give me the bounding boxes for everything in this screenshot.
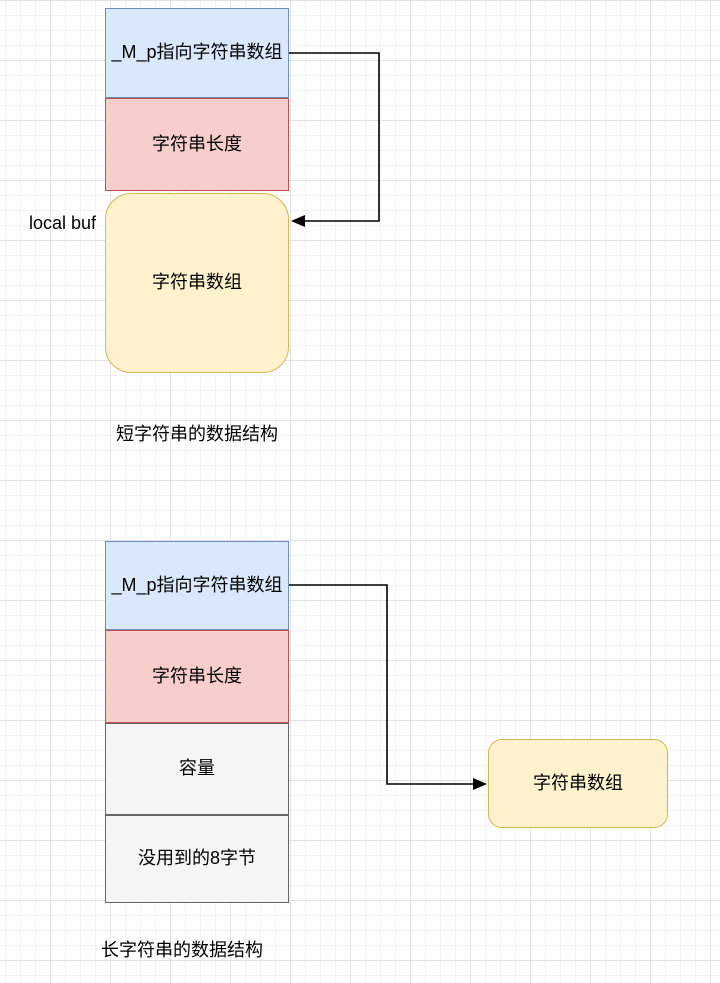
short-string-pointer-cell: _M_p指向字符串数组 (105, 8, 289, 98)
short-string-pointer-arrowhead (291, 215, 305, 227)
long-string-length-cell: 字符串长度 (105, 630, 289, 723)
short-string-array-cell: 字符串数组 (105, 193, 289, 373)
short-string-pointer-arrow-line (289, 52, 380, 222)
long-string-unused-cell: 没用到的8字节 (105, 815, 289, 903)
short-string-caption: 短字符串的数据结构 (116, 424, 278, 444)
short-string-length-cell: 字符串长度 (105, 98, 289, 191)
long-string-capacity-cell: 容量 (105, 723, 289, 815)
long-string-pointer-arrowhead (473, 778, 487, 790)
long-string-caption: 长字符串的数据结构 (101, 940, 263, 960)
long-string-pointer-cell: _M_p指向字符串数组 (105, 541, 289, 630)
long-string-array-cell: 字符串数组 (488, 739, 668, 828)
long-string-pointer-arrow-line (289, 584, 473, 785)
local-buf-label: local buf (28, 213, 96, 233)
